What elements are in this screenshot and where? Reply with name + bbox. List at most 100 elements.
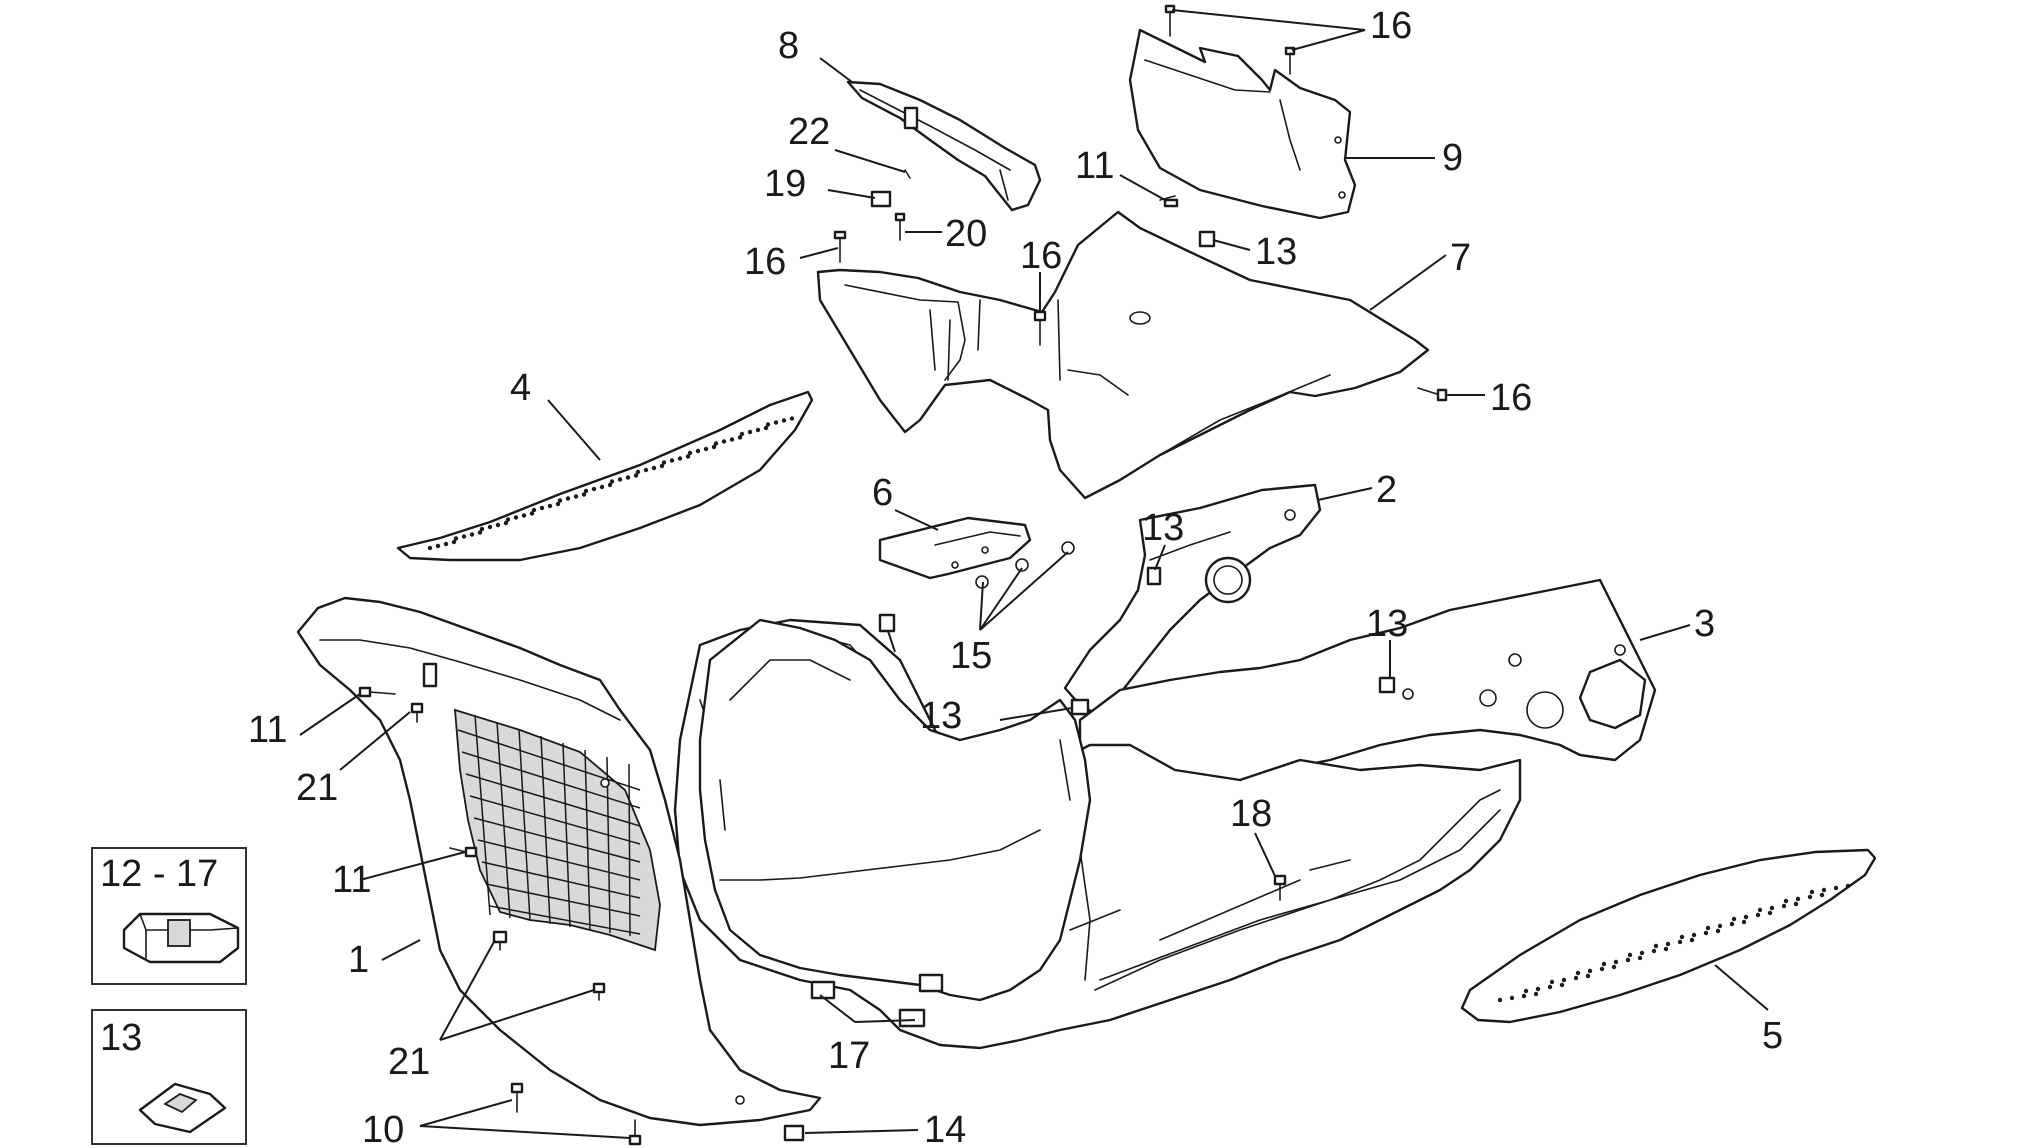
mat-dot	[1755, 912, 1761, 918]
label-16-top: 16	[1370, 5, 1412, 47]
label-9: 9	[1442, 137, 1463, 179]
mat-dot	[773, 420, 779, 425]
mat-dot	[453, 536, 459, 541]
mat-dot	[1809, 889, 1815, 895]
label-21-top: 21	[296, 767, 338, 809]
mat-dot	[739, 431, 745, 437]
pin-22	[904, 169, 911, 179]
mat-dot	[555, 501, 561, 507]
label-15: 15	[950, 635, 992, 677]
mat-dot	[505, 517, 511, 522]
label-13-mid: 13	[1142, 507, 1184, 549]
front-inner-panel	[698, 618, 1092, 1002]
mat-dot	[755, 427, 761, 433]
mat-dot	[789, 416, 795, 421]
label-16-right: 16	[1490, 377, 1532, 419]
mat-dot	[557, 498, 563, 503]
mat-dot	[479, 526, 485, 532]
mat-dot	[1717, 923, 1723, 929]
mat-dot	[1561, 977, 1567, 983]
inset-speed-nut: 13	[91, 1009, 247, 1145]
mat-dot	[487, 524, 493, 530]
grille-bar	[540, 735, 551, 925]
mat-dot	[635, 469, 641, 475]
grille-bar	[473, 817, 641, 863]
mat-dot	[703, 446, 709, 452]
grille-bar	[584, 749, 591, 931]
mat-dot	[1627, 952, 1633, 958]
label-13-lower: 13	[920, 695, 962, 737]
grille-bar	[496, 721, 511, 919]
screw-16-right	[1417, 387, 1448, 402]
grille-bar	[481, 861, 641, 899]
label-18: 18	[1230, 793, 1272, 835]
mat-dot	[1521, 993, 1527, 999]
screw-20	[894, 212, 906, 241]
mat-dot	[1599, 966, 1605, 972]
mat-dot	[711, 444, 717, 450]
mat-dot	[1573, 975, 1579, 981]
label-5: 5	[1762, 1015, 1783, 1057]
mat-dot	[1769, 905, 1775, 911]
mat-dot	[625, 475, 631, 480]
label-16-left: 16	[744, 241, 786, 283]
mat-dot	[1663, 946, 1669, 952]
nut-14	[783, 1124, 805, 1142]
inset-clip-nut: 12 - 17	[91, 847, 247, 985]
mat-dot	[435, 543, 441, 549]
screw-16-top	[1164, 4, 1296, 75]
mat-dot	[1523, 988, 1529, 994]
mat-dot	[1819, 892, 1825, 898]
mat-dot	[609, 479, 615, 484]
inset-label-12-17: 12 - 17	[100, 853, 218, 895]
mat-dot	[1559, 982, 1565, 988]
screw-11	[358, 195, 1179, 858]
mat-dot	[729, 437, 735, 442]
mat-dot	[737, 435, 743, 440]
mat-dot	[677, 456, 683, 461]
mat-dot	[1741, 919, 1747, 925]
inset-label-13: 13	[100, 1017, 142, 1059]
mat-dot	[1585, 973, 1591, 979]
mat-dot	[695, 448, 701, 454]
mat-dot	[521, 513, 527, 518]
mat-dot	[1535, 986, 1541, 992]
label-11-left: 11	[248, 709, 287, 751]
mat-dot	[1807, 894, 1813, 900]
mat-dot	[477, 530, 483, 535]
grille-bar	[562, 742, 571, 928]
grille-bar	[628, 763, 631, 937]
mat-dot	[443, 541, 449, 547]
label-20: 20	[945, 213, 987, 255]
mat-dot	[1625, 957, 1631, 963]
mat-dot	[1757, 907, 1763, 913]
mat-dot	[503, 520, 509, 526]
leader-lines	[299, 9, 1769, 1139]
mat-dot	[451, 539, 457, 545]
mat-dot	[1587, 968, 1593, 974]
mat-dot	[531, 507, 537, 513]
mat-dot	[763, 425, 769, 431]
mat-dot	[1549, 979, 1555, 985]
mat-dot	[1821, 887, 1827, 893]
clip-13	[878, 230, 1396, 716]
screw-10	[510, 1082, 642, 1146]
screw-16-left	[833, 230, 847, 263]
grille-bar	[457, 729, 641, 791]
mat-dot	[565, 496, 571, 501]
part-8-bracket-cover	[846, 80, 1042, 212]
mat-dot	[1793, 901, 1799, 907]
part-6-cover-plate	[878, 516, 1032, 580]
grille-bar	[461, 751, 641, 809]
screw-18	[1273, 874, 1287, 901]
mat-dot	[1509, 995, 1515, 1001]
mat-dot	[781, 418, 787, 423]
mat-dot	[1767, 910, 1773, 916]
mat-dot	[1601, 961, 1607, 967]
grille-bar	[474, 714, 491, 916]
mat-dot	[1575, 970, 1581, 976]
part-4-left-footboard-mat	[396, 390, 814, 562]
mat-dot	[1833, 885, 1839, 891]
part-7-center-cover	[816, 210, 1430, 500]
mat-dot	[1651, 948, 1657, 954]
